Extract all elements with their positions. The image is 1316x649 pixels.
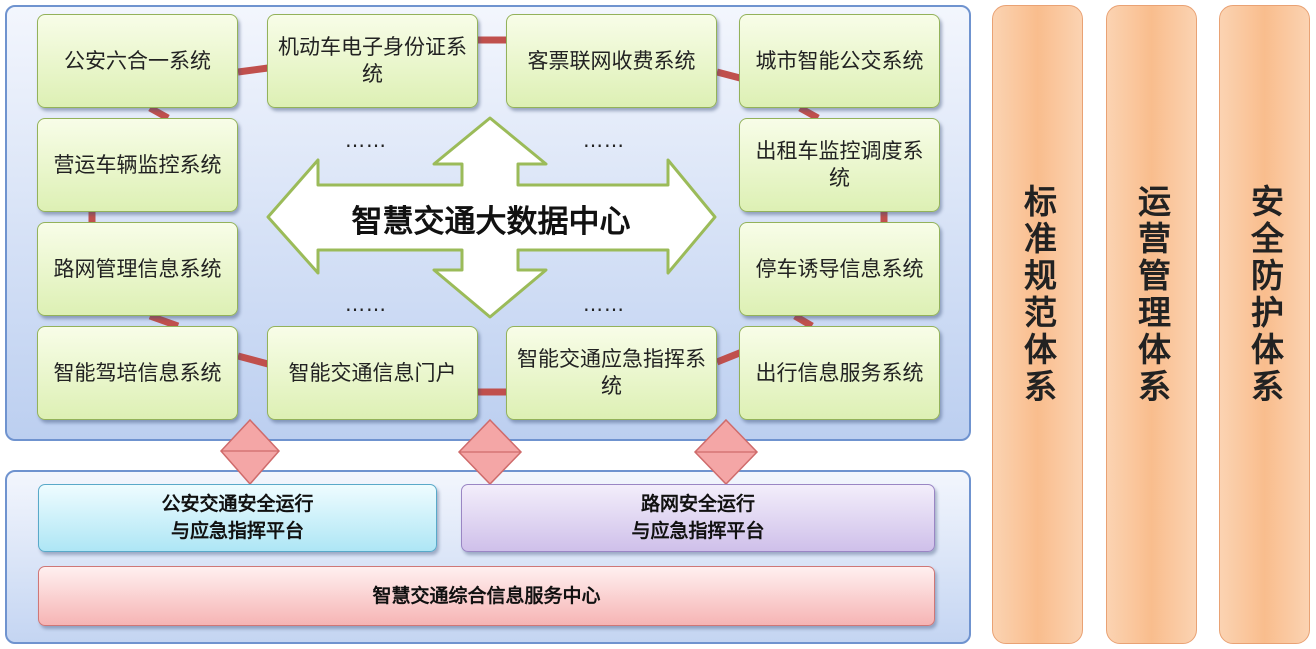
road-safety-platform: 路网安全运行 与应急指挥平台 [461,484,935,552]
link-line [715,348,744,366]
service-center-platform: 智慧交通综合信息服务中心 [38,566,935,626]
node-taxi-dispatch: 出租车监控调度系统 [739,118,940,212]
node-traffic-portal: 智能交通信息门户 [267,326,478,420]
link-line [716,68,741,82]
link-line [798,104,820,122]
node-city-smart-bus: 城市智能公交系统 [739,14,940,108]
node-police-six-in-one: 公安六合一系统 [37,14,238,108]
pillar-security-label: 安全防护体系 [1245,183,1285,406]
node-travel-info-service: 出行信息服务系统 [739,326,940,420]
road-safety-platform-line1: 路网安全运行 [640,493,755,515]
ellipsis-bottom-left: …… [345,292,387,316]
link-line [148,104,170,122]
node-parking-guidance: 停车诱导信息系统 [739,222,940,316]
node-ticket-network-toll: 客票联网收费系统 [506,14,717,108]
pillar-standard: 标准规范体系 [992,5,1083,644]
pillar-security: 安全防护体系 [1219,5,1310,644]
police-safety-platform-line1: 公安交通安全运行 [161,493,314,515]
police-safety-platform-line2: 与应急指挥平台 [170,520,304,542]
four-way-arrow [266,116,717,319]
police-safety-platform: 公安交通安全运行 与应急指挥平台 [38,484,437,552]
ellipsis-bottom-right: …… [583,292,625,316]
diamond-connector [219,418,281,486]
node-road-network-management: 路网管理信息系统 [37,222,238,316]
node-emergency-command: 智能交通应急指挥系统 [506,326,717,420]
pillar-operation: 运营管理体系 [1106,5,1197,644]
big-data-center-title: 智慧交通大数据中心 [351,203,631,240]
pillar-standard-label: 标准规范体系 [1018,183,1058,406]
node-driving-training: 智能驾培信息系统 [37,326,238,420]
node-vehicle-eid: 机动车电子身份证系统 [267,14,478,108]
ellipsis-top-left: …… [345,128,387,152]
node-operating-vehicle-monitor: 营运车辆监控系统 [37,118,238,212]
pillar-operation-label: 运营管理体系 [1132,183,1172,406]
ellipsis-top-right: …… [583,128,625,152]
link-line [793,312,814,330]
link-line [148,312,180,330]
link-line [237,352,269,368]
road-safety-platform-line2: 与应急指挥平台 [631,520,765,542]
link-line [237,64,269,76]
